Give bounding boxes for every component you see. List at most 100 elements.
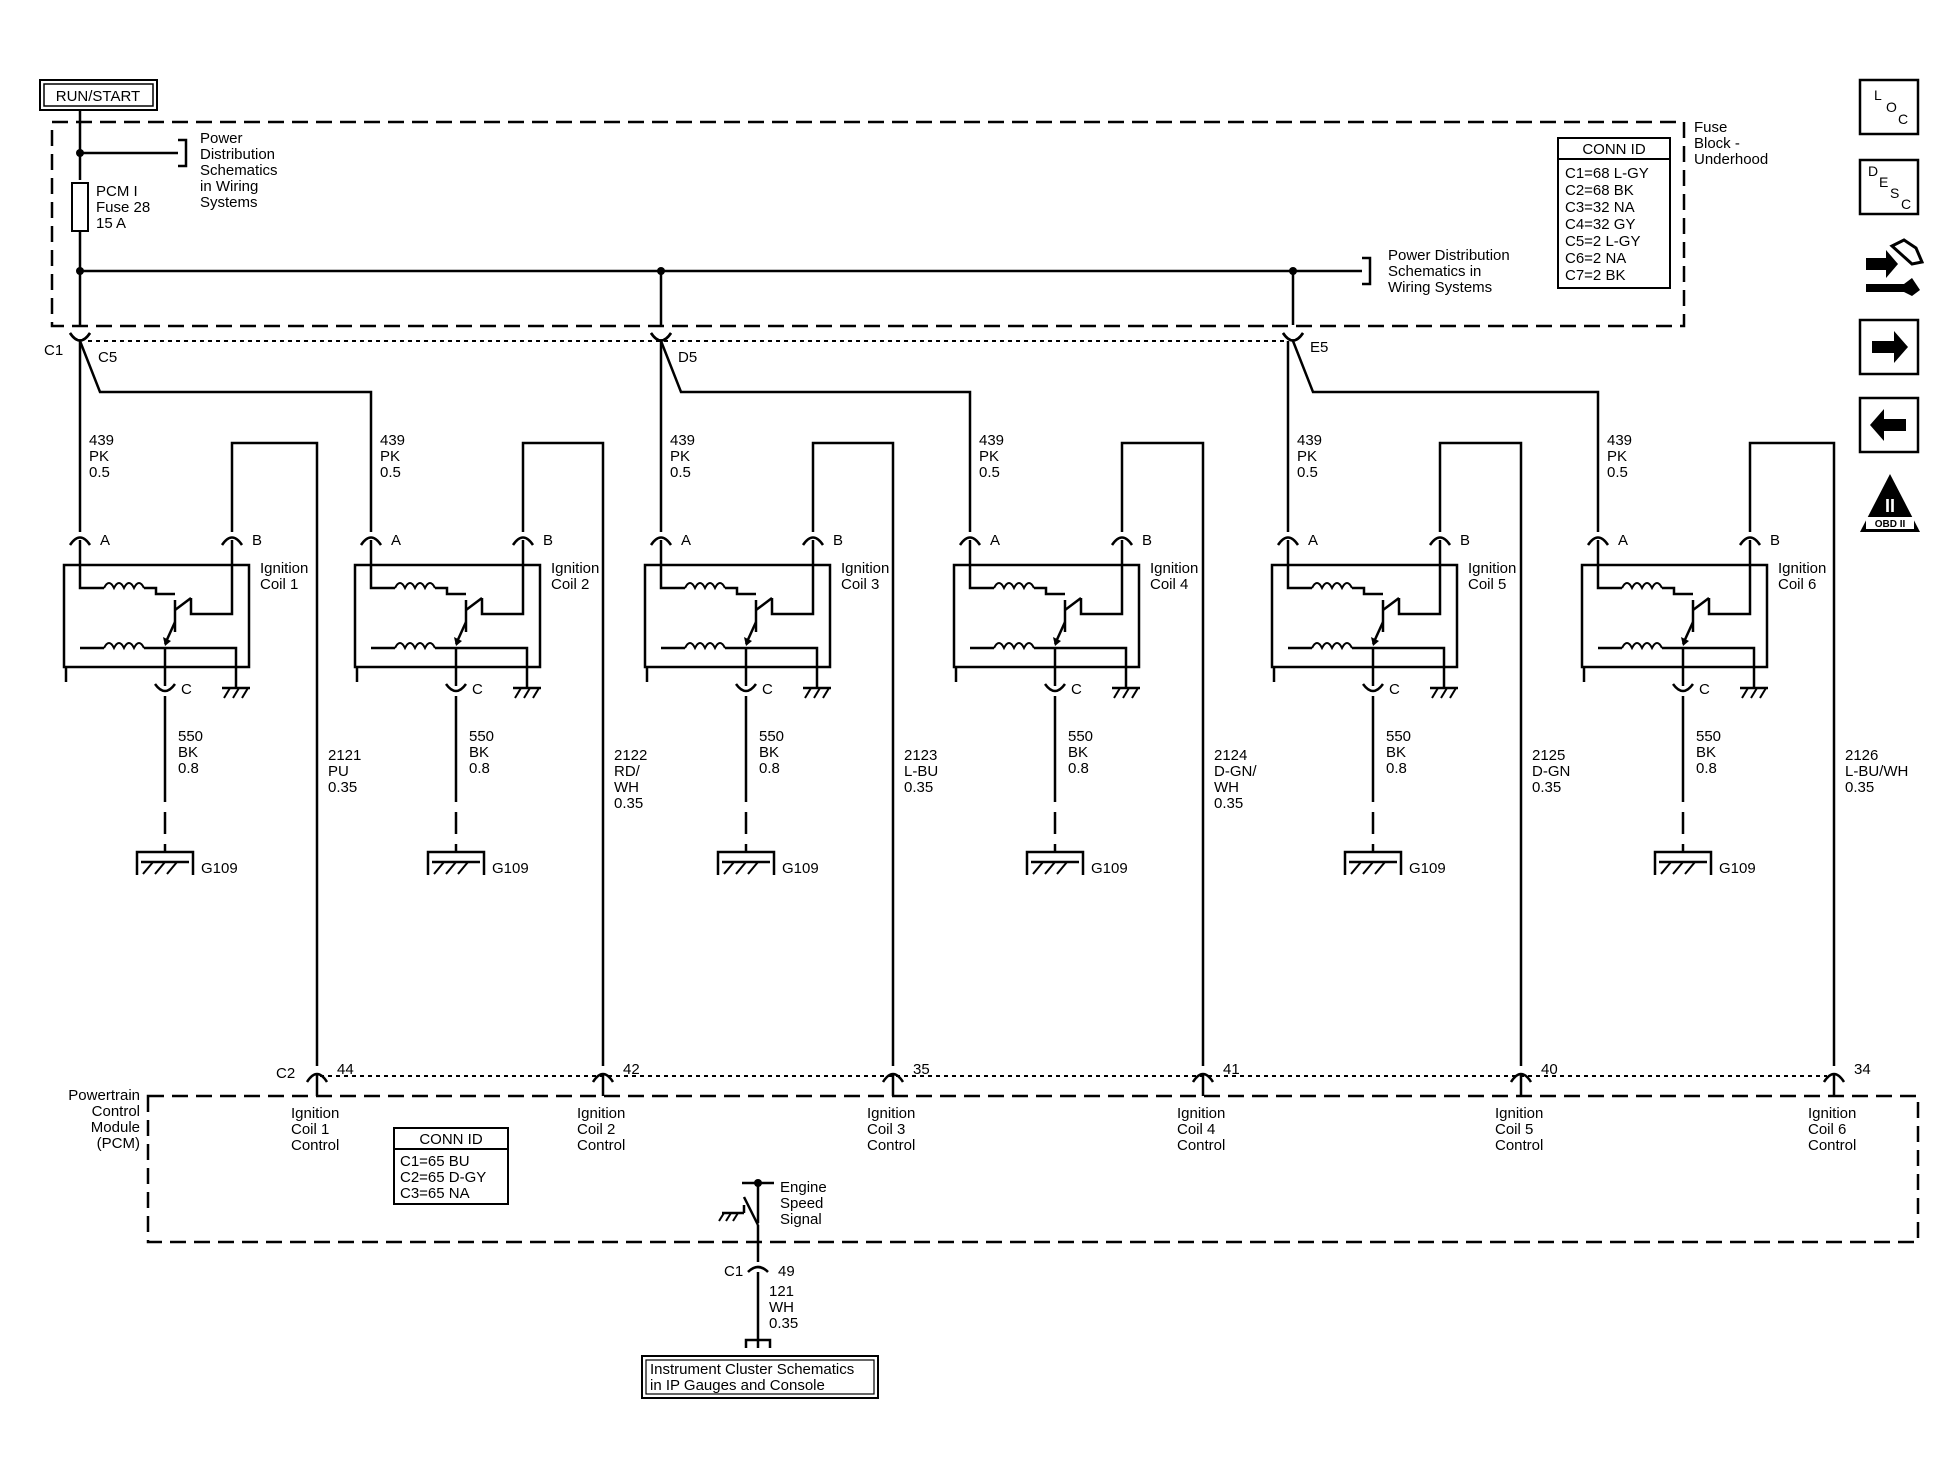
- control-wire-label: L-BU: [904, 763, 938, 780]
- ground-wire-label: 0.8: [1696, 760, 1717, 777]
- coil-pin-c-label: C: [1071, 681, 1082, 698]
- pcm-conn-row: C2=65 D-GY: [400, 1169, 486, 1186]
- ground-wire-label: 550: [1386, 728, 1411, 745]
- desc-button[interactable]: D E S C: [1858, 158, 1920, 216]
- power-dist-2-line-3: Wiring Systems: [1388, 279, 1492, 296]
- pcm-conn-id-title: CONN ID: [419, 1131, 483, 1148]
- power-dist-1-line-2: Distribution: [200, 146, 275, 163]
- control-wire-label: 0.35: [328, 779, 357, 796]
- pcm-coil-control-label: Ignition: [1808, 1105, 1856, 1122]
- fuse-block-label: Fuse Block - Underhood: [1694, 119, 1768, 168]
- ground-g109-label: G109: [1091, 860, 1128, 877]
- ground-wire-label: 0.8: [178, 760, 199, 777]
- coil-pin-c-label: C: [1699, 681, 1710, 698]
- connector-wrench-icon[interactable]: [1866, 238, 1925, 296]
- right-arrow-icon: [1872, 331, 1908, 363]
- coil-pin-c-label: C: [181, 681, 192, 698]
- coil-pin-a-label: A: [681, 532, 691, 549]
- desc-letter: E: [1879, 174, 1888, 190]
- coil-pin-a-label: A: [100, 532, 110, 549]
- pcm-coil-control-label: Coil 1: [291, 1121, 329, 1138]
- pcm-coil-control-label: Coil 4: [1177, 1121, 1215, 1138]
- power-dist-1-line-4: in Wiring: [200, 178, 258, 195]
- fuse-block-line-1: Fuse: [1694, 119, 1727, 136]
- coil-pin-b-label: B: [1460, 532, 1470, 549]
- fuse-block-line-3: Underhood: [1694, 151, 1768, 168]
- ground-wire-label: 550: [759, 728, 784, 745]
- coil-pin-b-label: B: [833, 532, 843, 549]
- pcm-coil-control-label: Coil 5: [1495, 1121, 1533, 1138]
- engine-speed-line-1: Engine: [780, 1179, 827, 1196]
- ground-wire-label: BK: [1696, 744, 1716, 761]
- supply-wire-label: PK: [380, 448, 400, 465]
- control-wire-label: 0.35: [1532, 779, 1561, 796]
- pcm-pin-number: 44: [337, 1061, 354, 1078]
- connector-e5-label: E5: [1310, 339, 1328, 356]
- next-arrow-button[interactable]: [1858, 318, 1920, 376]
- ignition-coil-body: [353, 563, 542, 669]
- ground-wire-label: 550: [469, 728, 494, 745]
- pcm-coil-control-label: Ignition: [1495, 1105, 1543, 1122]
- control-wire-label: PU: [328, 763, 349, 780]
- obd-ii-icon[interactable]: II OBD II: [1860, 474, 1920, 532]
- power-distribution-ref-1[interactable]: Power Distribution Schematics in Wiring …: [200, 130, 278, 211]
- supply-wire-label: 0.5: [380, 464, 401, 481]
- connector-d5-label: D5: [678, 349, 697, 366]
- pcm-outline: [146, 1094, 1920, 1244]
- coil-pin-a-label: A: [1308, 532, 1318, 549]
- coil-pin-b-label: B: [1142, 532, 1152, 549]
- desc-letter: C: [1901, 196, 1911, 212]
- pcm-coil-control-label: Control: [1808, 1137, 1856, 1154]
- coil-pin-b-label: B: [543, 532, 553, 549]
- pcm-coil-control-label: Control: [867, 1137, 915, 1154]
- control-wire-label: 2124: [1214, 747, 1247, 764]
- pcm-coil-control-label: Ignition: [577, 1105, 625, 1122]
- coil-pin-a-label: A: [1618, 532, 1628, 549]
- loc-letter: O: [1886, 99, 1897, 115]
- pcm-line-3: Module: [91, 1119, 140, 1136]
- ground-g109-label: G109: [1409, 860, 1446, 877]
- ignition-coil-name: Ignition: [1468, 560, 1516, 577]
- obd-ii-numeral: II: [1885, 496, 1895, 516]
- supply-wire-label: 439: [1607, 432, 1632, 449]
- control-wire-label: 2123: [904, 747, 937, 764]
- ground-wire-label: BK: [178, 744, 198, 761]
- pcm-coil-control-label: Control: [1495, 1137, 1543, 1154]
- pcm-c2-label: C2: [276, 1065, 295, 1082]
- fuse-conn-row: C4=32 GY: [1565, 216, 1635, 233]
- supply-wire-label: 0.5: [670, 464, 691, 481]
- fuse-conn-row: C1=68 L-GY: [1565, 165, 1649, 182]
- coil-pin-a-label: A: [990, 532, 1000, 549]
- engine-speed-line-3: Signal: [780, 1211, 822, 1228]
- coil-pin-c-label: C: [762, 681, 773, 698]
- power-distribution-ref-2[interactable]: Power Distribution Schematics in Wiring …: [1388, 247, 1510, 296]
- ground-wire-label: BK: [469, 744, 489, 761]
- left-arrow-icon: [1870, 409, 1906, 441]
- power-dist-2-line-2: Schematics in: [1388, 263, 1481, 280]
- connector-c1-label: C1: [44, 342, 63, 359]
- engine-speed-switch: [718, 1179, 774, 1262]
- loc-button[interactable]: L O C: [1858, 78, 1920, 136]
- pcm-coil-control-label: Coil 2: [577, 1121, 615, 1138]
- supply-wire-label: 0.5: [979, 464, 1000, 481]
- control-wire-label: WH: [1214, 779, 1239, 796]
- ground-wire-label: 0.8: [1068, 760, 1089, 777]
- ignition-coil-name: Ignition: [1150, 560, 1198, 577]
- pcm-conn-row: C1=65 BU: [400, 1153, 470, 1170]
- loc-letter: C: [1898, 111, 1908, 127]
- supply-wire-label: 0.5: [1297, 464, 1318, 481]
- control-wire-label: D-GN/: [1214, 763, 1257, 780]
- previous-arrow-button[interactable]: [1858, 396, 1920, 454]
- supply-wire-label: 439: [670, 432, 695, 449]
- ignition-coil-name: Coil 3: [841, 576, 879, 593]
- ground-wire-label: 0.8: [1386, 760, 1407, 777]
- engine-speed-label: Engine Speed Signal: [780, 1179, 827, 1228]
- control-wire-label: 2126: [1845, 747, 1878, 764]
- ground-wire-label: 550: [1696, 728, 1721, 745]
- ignition-coil-name: Coil 6: [1778, 576, 1816, 593]
- supply-wire-label: PK: [89, 448, 109, 465]
- instrument-cluster-ref-box[interactable]: Instrument Cluster Schematics in IP Gaug…: [641, 1355, 879, 1399]
